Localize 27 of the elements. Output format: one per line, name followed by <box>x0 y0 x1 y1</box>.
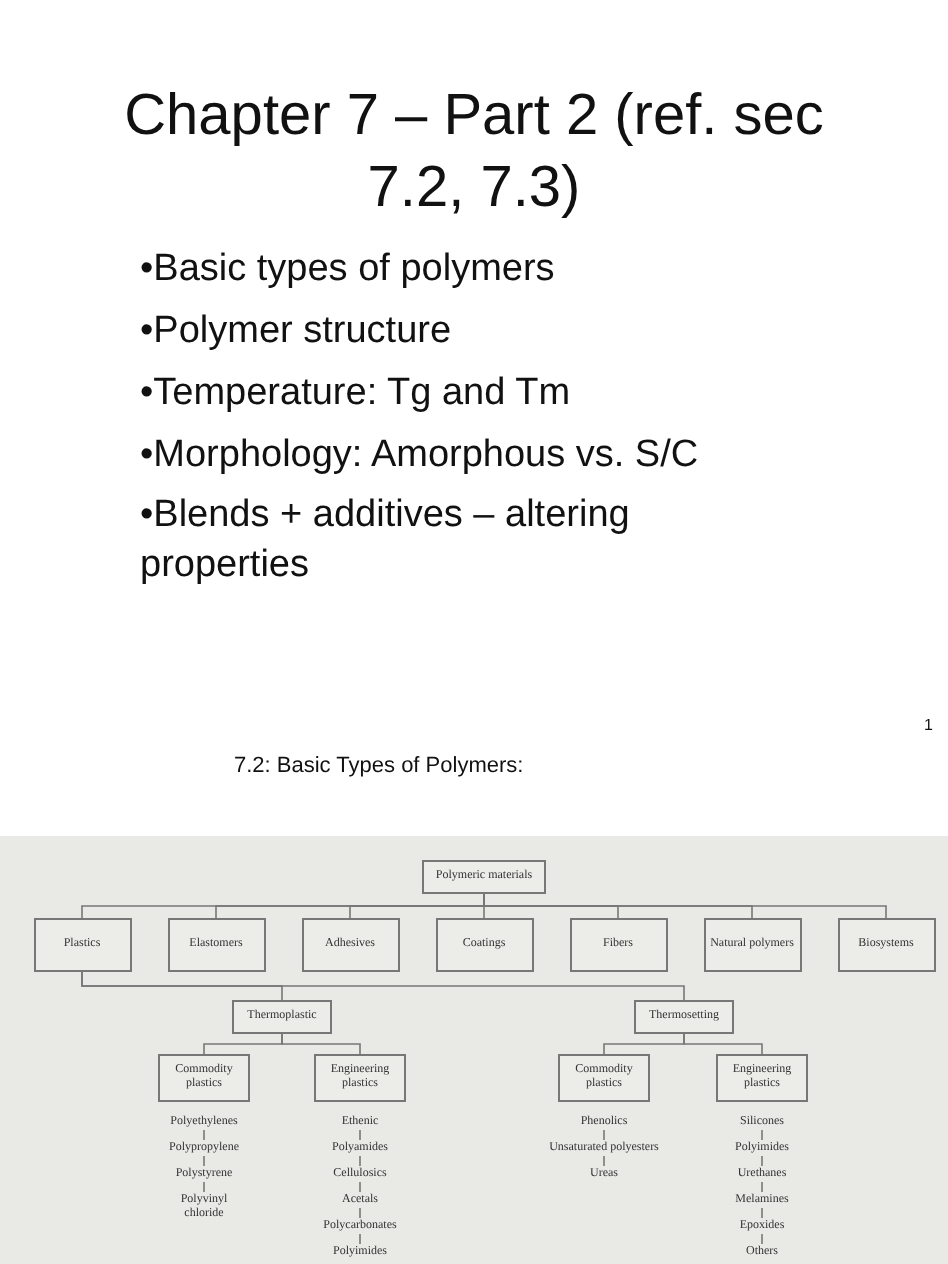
bullet-item: •Polymer structure <box>140 308 454 356</box>
page-number: 1 <box>924 716 935 736</box>
connector-line <box>359 1181 361 1193</box>
connector-line <box>281 1033 361 1055</box>
figure-caption: 7.2: Basic Types of Polymers: <box>234 754 526 780</box>
bullet-item: •Basic types of polymers <box>140 246 557 294</box>
connector-line <box>359 1207 361 1219</box>
connector-line <box>683 1033 763 1055</box>
connector-line <box>761 1129 763 1141</box>
bullet-item: •Temperature: Tg and Tm <box>140 370 573 418</box>
connector-line <box>203 1129 205 1141</box>
connector-line <box>603 1129 605 1141</box>
bullet-item: •Blends + additives – altering properties <box>140 492 632 590</box>
connector-line <box>81 971 685 1001</box>
connector-line <box>203 1181 205 1193</box>
connector-line <box>359 1155 361 1167</box>
connector-line <box>761 1155 763 1167</box>
bullet-item: •Morphology: Amorphous vs. S/C <box>140 432 701 480</box>
connector-line <box>483 893 887 919</box>
connector-line <box>761 1181 763 1193</box>
connector-line <box>603 1155 605 1167</box>
connector-line <box>359 1233 361 1245</box>
connector-line <box>761 1207 763 1219</box>
connector-line <box>203 1155 205 1167</box>
connector-line <box>359 1129 361 1141</box>
slide-title: Chapter 7 – Part 2 (ref. sec 7.2, 7.3) <box>122 82 826 224</box>
connector-line <box>761 1233 763 1245</box>
